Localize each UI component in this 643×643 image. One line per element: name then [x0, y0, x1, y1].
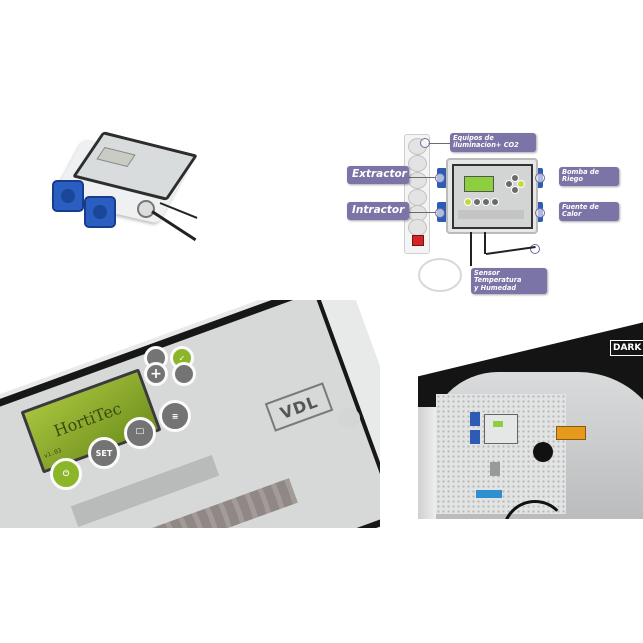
screw-cap: [338, 408, 360, 428]
label-sensor: Sensor Temperatura y Humedad: [471, 268, 547, 294]
folder-button-icon: [482, 198, 490, 206]
label-text: Intractor: [352, 204, 405, 216]
grow-tent-photo: DARK: [418, 302, 643, 519]
label-pump: Bomba de Riego: [559, 167, 619, 186]
connector-line: [428, 143, 450, 144]
timer-icon: [490, 462, 500, 476]
blue-socket-icon: [84, 196, 116, 228]
set-button-icon: [473, 198, 481, 206]
menu-button-icon: [491, 198, 499, 206]
blue-socket-icon: [476, 490, 502, 498]
ballast-icon: [556, 426, 586, 440]
label-text: Riego: [562, 175, 584, 184]
blue-socket-icon: [470, 430, 480, 444]
coiled-cable: [418, 258, 462, 292]
mini-controller: [484, 414, 518, 444]
blue-socket-icon: [470, 412, 480, 426]
power-button-icon: [464, 198, 472, 206]
label-text: Extractor: [352, 168, 407, 180]
power-cable: [470, 232, 472, 266]
ring-marker-icon: [420, 138, 430, 148]
ring-marker-icon: [435, 173, 445, 183]
controller-panel: [452, 164, 533, 229]
label-text: y Humedad: [474, 283, 517, 292]
power-switch-icon: [412, 235, 424, 246]
ok-button-icon: [517, 180, 525, 188]
label-text: Fuente de: [562, 203, 599, 211]
sensor-cable: [484, 232, 486, 254]
blue-socket-icon: [52, 180, 84, 212]
sensor-cable: [485, 246, 536, 255]
outlet-icon: [408, 189, 427, 206]
set-button-icon: SET: [88, 437, 120, 469]
connector-line: [406, 177, 438, 178]
menu-button-icon: ≡: [159, 400, 191, 432]
label-extractor: Extractor: [347, 166, 409, 184]
tent-flap: [418, 407, 436, 519]
label-lighting: Equipos de iluminacion+ CO2: [450, 133, 536, 152]
ring-marker-icon: [535, 173, 545, 183]
plus-button-icon: +: [144, 362, 168, 386]
controller-lcd: [464, 176, 494, 192]
fan-icon: [533, 442, 553, 462]
product-closeup: HortiTec v1.03 ⏻ SET 🗀 ≡ ✓ + VDL: [0, 300, 380, 528]
label-text: Calor: [562, 210, 582, 219]
controller-unit: [446, 158, 538, 234]
up-button-icon: [511, 174, 519, 182]
brand-strip: [458, 210, 524, 219]
cable-gland: [137, 200, 155, 218]
ring-marker-icon: [435, 208, 445, 218]
label-intractor: Intractor: [347, 202, 409, 220]
lcd-logo-text: HortiTec: [51, 398, 125, 441]
label-text: Bomba de: [562, 168, 600, 176]
outlet-icon: [408, 172, 427, 189]
label-heat: Fuente de Calor: [559, 202, 619, 221]
power-strip: [404, 134, 430, 254]
outlet-icon: [408, 155, 427, 172]
left-button-icon: [505, 180, 513, 188]
down-button-icon: [172, 362, 196, 386]
label-text: iluminacion+ CO2: [453, 141, 519, 150]
label-text: Sensor Temperatura: [474, 269, 522, 285]
mini-lcd: [493, 421, 503, 427]
label-text: Equipos de: [453, 134, 494, 142]
outlet-icon: [408, 219, 427, 236]
tent-brand-logo: DARK: [610, 340, 643, 356]
power-button-icon: ⏻: [50, 458, 82, 490]
connector-line: [406, 212, 438, 213]
down-button-icon: [511, 186, 519, 194]
ring-marker-icon: [535, 208, 545, 218]
folder-button-icon: 🗀: [124, 417, 156, 449]
ring-marker-icon: [530, 244, 540, 254]
